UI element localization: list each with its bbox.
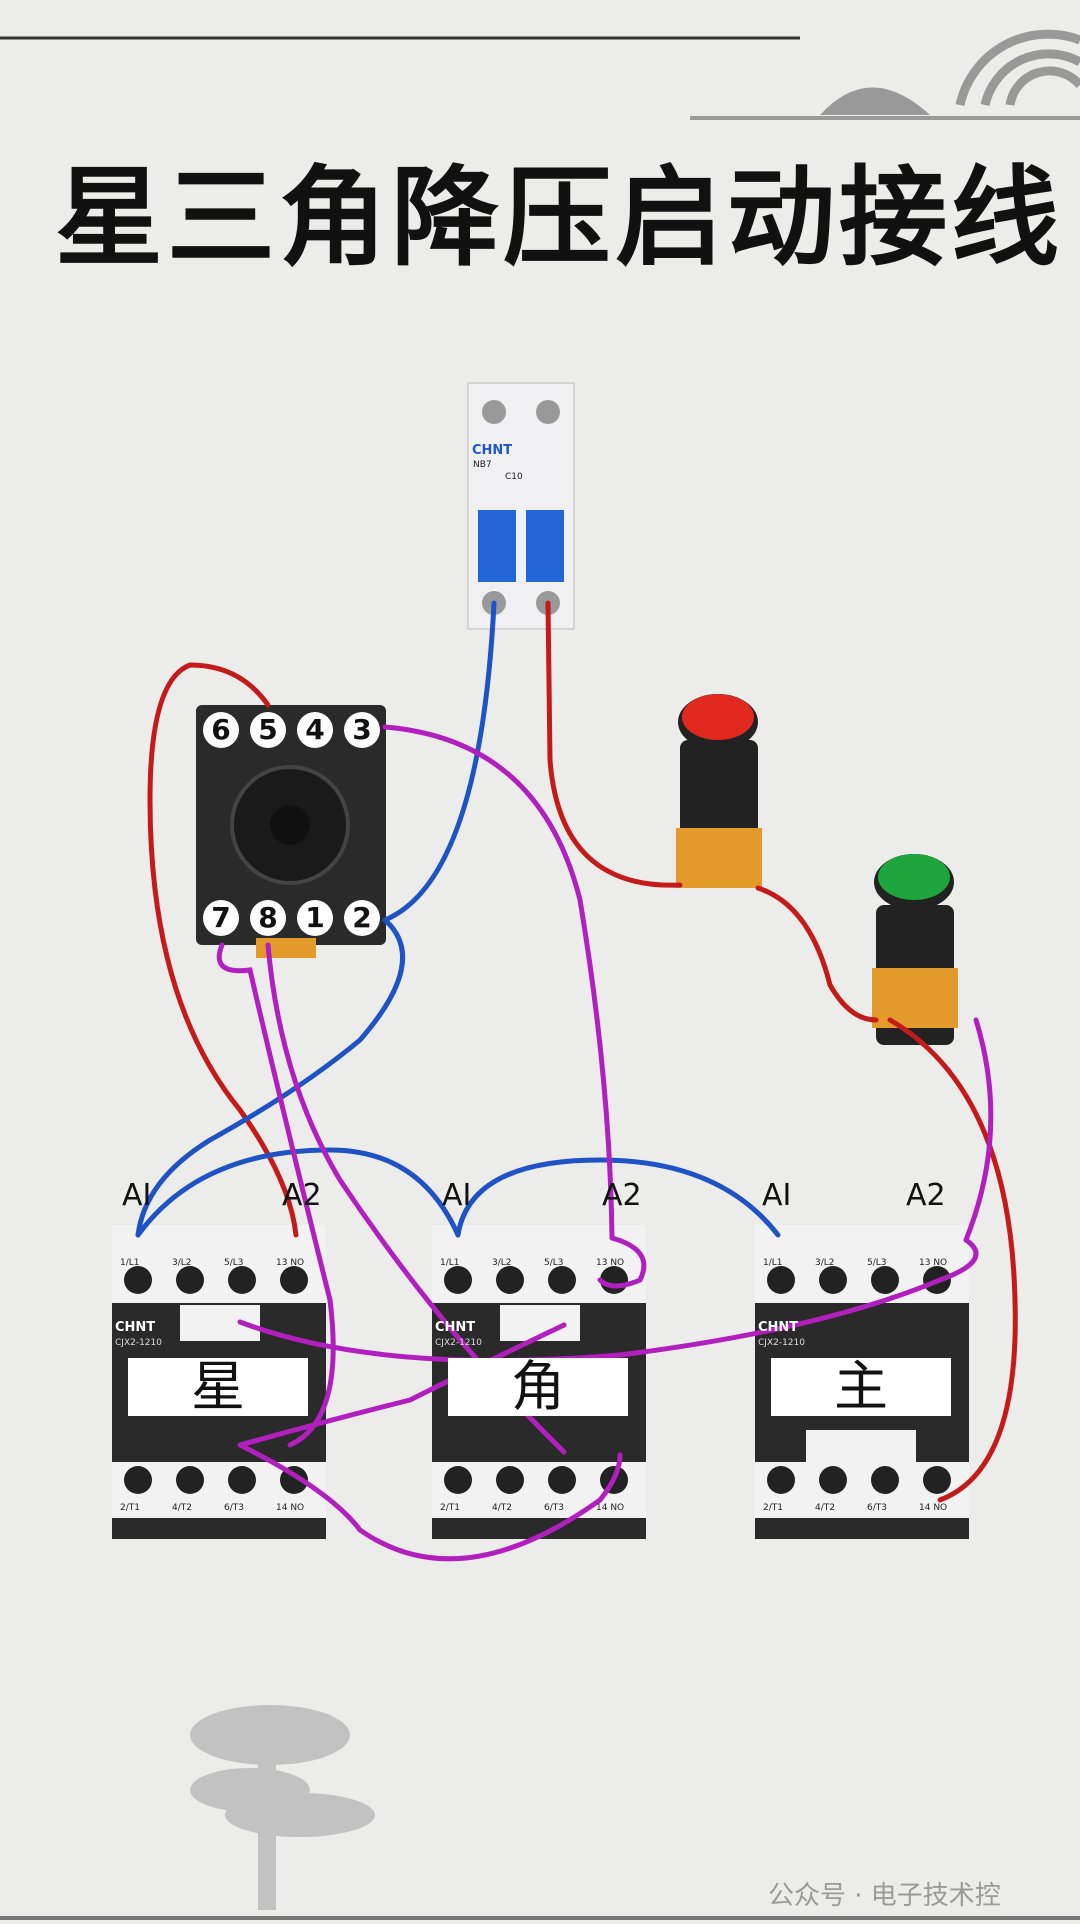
relay-base [196,705,386,958]
watermark: 公众号 · 电子技术控 [768,1881,1001,1911]
delta-term-t2: 4/T2 [492,1503,512,1513]
star-coil-a1: AI [122,1178,152,1213]
relay-pin-6: 6 [203,712,239,748]
relay-pin-8: 8 [250,900,286,936]
terminal-screw [444,1266,472,1294]
main-coil-a1: AI [762,1178,792,1213]
terminal-screw [280,1266,308,1294]
star-term-13no: 13 NO [276,1258,305,1268]
terminal-screw [124,1266,152,1294]
terminal-screw [176,1266,204,1294]
terminal-screw [871,1466,899,1494]
star-term-14no: 14 NO [276,1503,305,1513]
terminal-screw [548,1266,576,1294]
decor-tree [190,1705,375,1910]
main-brand: CHNT [758,1320,799,1335]
star-label: 星 [128,1358,308,1416]
delta-term-l1: 1/L1 [440,1258,460,1268]
star-brand: CHNT [115,1320,156,1335]
main-term-t3: 6/T3 [867,1503,887,1513]
purple-wire [216,942,336,1448]
main-term-l1: 1/L1 [763,1258,783,1268]
relay-pin-1: 1 [297,900,333,936]
purple-wire [237,1322,567,1448]
breaker-brand: CHNT [472,443,513,458]
blue-wire [455,1157,781,1238]
main-term-13no: 13 NO [919,1258,948,1268]
terminal-screw [767,1266,795,1294]
purple-wire [237,1442,623,1562]
star-term-l2: 3/L2 [172,1258,192,1268]
relay-pin-3: 3 [344,712,380,748]
main-term-t2: 4/T2 [815,1503,835,1513]
purple-wire [963,1017,994,1243]
terminal-screw [228,1266,256,1294]
delta-term-t3: 6/T3 [544,1503,564,1513]
delta-term-t1: 2/T1 [440,1503,460,1513]
main-term-t1: 2/T1 [763,1503,783,1513]
terminal-screw [176,1466,204,1494]
red-wire [147,662,299,1238]
delta-label: 角 [448,1358,628,1416]
terminal-screw [767,1466,795,1494]
start-button[interactable] [878,854,950,900]
terminal-screw [444,1466,472,1494]
red-wire [755,885,879,1023]
star-term-l1: 1/L1 [120,1258,140,1268]
decor-hill [820,87,930,115]
terminal-screw [819,1266,847,1294]
terminal-screw [871,1266,899,1294]
star-coil-a2: A2 [282,1178,322,1213]
breaker-model: NB7 [473,460,492,470]
blue-wire [382,600,497,923]
main-term-14no: 14 NO [919,1503,948,1513]
star-term-t3: 6/T3 [224,1503,244,1513]
breaker-rating: C10 [505,472,523,482]
delta-brand: CHNT [435,1320,476,1335]
delta-term-13no: 13 NO [596,1258,625,1268]
main-label: 主 [771,1358,951,1416]
star-model: CJX2-1210 [115,1338,162,1348]
purple-wire [382,724,615,1241]
delta-coil-a1: AI [442,1178,472,1213]
purple-wire [237,1237,979,1363]
delta-model: CJX2-1210 [435,1338,482,1348]
page-title: 星三角降压启动接线 [55,156,1064,281]
terminal-screw [124,1466,152,1494]
star-term-l3: 5/L3 [224,1258,244,1268]
terminal-screw [548,1466,576,1494]
relay-pin-5: 5 [250,712,286,748]
terminal-screw [228,1466,256,1494]
circuit-breaker [467,382,575,630]
stop-button[interactable] [682,694,754,740]
terminal-screw [923,1466,951,1494]
main-coil-a2: A2 [906,1178,946,1213]
red-wire [545,600,683,888]
delta-term-14no: 14 NO [596,1503,625,1513]
delta-term-l2: 3/L2 [492,1258,512,1268]
delta-coil-a2: A2 [602,1178,642,1213]
purple-wire [597,1235,647,1289]
relay-pin-7: 7 [203,900,239,936]
star-term-t2: 4/T2 [172,1503,192,1513]
blue-wire [135,1147,461,1238]
main-term-l2: 3/L2 [815,1258,835,1268]
terminal-screw [496,1466,524,1494]
decor-arcs [955,29,1080,107]
main-term-l3: 5/L3 [867,1258,887,1268]
terminal-screw [819,1466,847,1494]
star-term-t1: 2/T1 [120,1503,140,1513]
red-wire [887,1017,1018,1503]
delta-term-l3: 5/L3 [544,1258,564,1268]
terminal-screw [496,1266,524,1294]
relay-pin-4: 4 [297,712,333,748]
relay-pin-2: 2 [344,900,380,936]
terminal-screw [600,1266,628,1294]
main-model: CJX2-1210 [758,1338,805,1348]
